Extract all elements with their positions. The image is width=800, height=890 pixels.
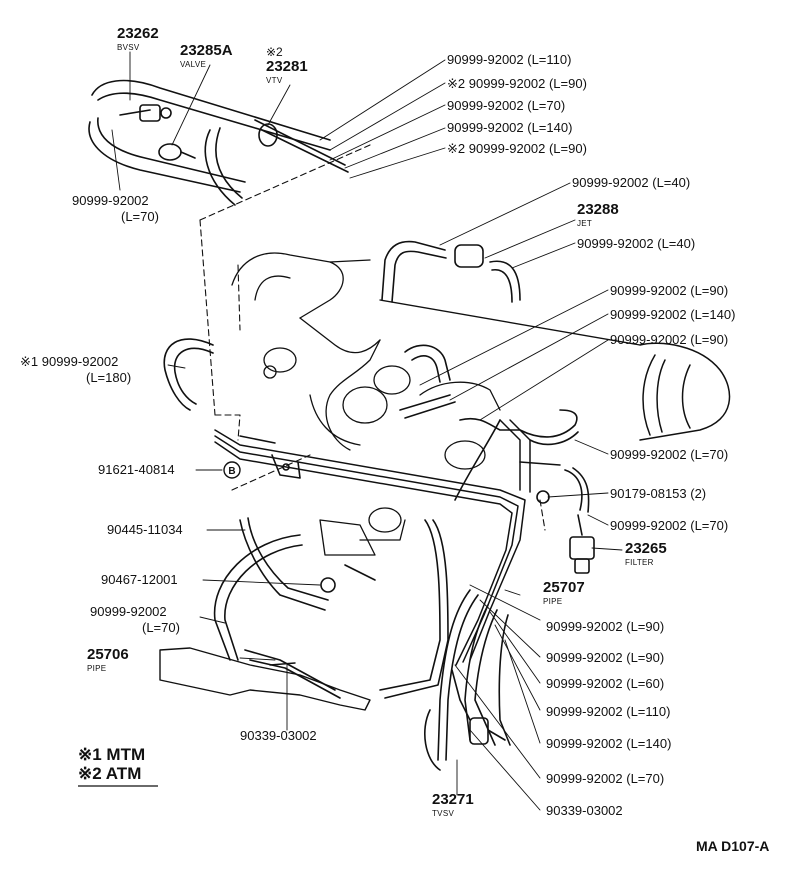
pipe-bracket: [272, 455, 300, 478]
main-pipe-bundle: [215, 420, 530, 665]
left-lower-hose-group: [215, 518, 448, 698]
callout-hose-l90-mid-1: 90999-92002 (L=90): [610, 283, 729, 298]
vtv-name: VTV: [266, 76, 283, 85]
plug-left-part-number: 90339-03002: [240, 728, 317, 743]
legend-atm: ※2 ATM: [78, 764, 142, 783]
callout-hose-l90-mid-2: 90999-92002 (L=90): [610, 332, 729, 347]
top-hose-group: [89, 81, 348, 205]
vtv-atm-mark: ※2: [266, 45, 283, 59]
svg-text:B: B: [228, 466, 235, 477]
engine-hose-group: [164, 339, 588, 512]
callout-hose-l70-top: 90999-92002 (L=70): [447, 98, 566, 113]
air-cleaner: [640, 343, 730, 440]
jet-hose-lower: 90999-92002 (L=40): [577, 236, 696, 251]
vtv-part-number: 23281: [266, 58, 308, 75]
clip-part-number: 90467-12001: [101, 572, 178, 587]
callout-hose-l70-right-b: 90999-92002 (L=70): [610, 518, 729, 533]
jet-hose-upper: 90999-92002 (L=40): [572, 175, 691, 190]
callout-hose-l90-bottom-2: 90999-92002 (L=90): [546, 650, 665, 665]
drawing-code: MA D107-A: [696, 838, 770, 854]
bvsv-part-number: 23262: [117, 25, 159, 42]
vtv-valve: [259, 124, 277, 146]
dashed-guide-lines: [200, 145, 545, 530]
left-hose-part: 90999-92002: [90, 604, 167, 619]
callout-hose-l60: 90999-92002 (L=60): [546, 676, 665, 691]
leader-lines: [112, 52, 622, 810]
valve-name: VALVE: [180, 60, 207, 69]
callout-hose-l90-bottom-1: 90999-92002 (L=90): [546, 619, 665, 634]
callout-hose-l90-atm-2: ※2 90999-92002 (L=90): [447, 141, 587, 156]
throttle-assembly: [264, 348, 485, 555]
check-valve-23285a: [159, 144, 195, 160]
engine-outline: [232, 253, 640, 450]
tvsv-name: TVSV: [432, 809, 455, 818]
filter-name: FILTER: [625, 558, 654, 567]
pipe-25706-part-number: 25706: [87, 646, 129, 663]
callout-hose-l70-bottom: 90999-92002 (L=70): [546, 771, 665, 786]
valve-part-number: 23285A: [180, 42, 233, 59]
pipe-25706: [160, 648, 370, 710]
callout-hose-l140-top: 90999-92002 (L=140): [447, 120, 573, 135]
callout-plug-bottom: 90339-03002: [546, 803, 623, 818]
mtm-hose-length: (L=180): [86, 370, 132, 385]
hose-90445-part: 90445-11034: [107, 522, 183, 537]
top-left-hose-part: 90999-92002: [72, 193, 149, 208]
tvsv-part-number: 23271: [432, 791, 474, 808]
jet-name: JET: [577, 219, 593, 228]
left-hose-length: (L=70): [142, 620, 180, 635]
tvsv-valve: [470, 718, 505, 744]
callout-hose-l110-bottom: 90999-92002 (L=110): [546, 704, 671, 719]
bottom-hose-bundle: [425, 420, 510, 770]
legend-mtm: ※1 MTM: [78, 745, 146, 764]
jet-hose-group: [382, 242, 520, 302]
pipe-25707-part-number: 25707: [543, 579, 585, 596]
callout-hose-l110-top: 90999-92002 (L=110): [447, 52, 572, 67]
callout-hose-l140-mid: 90999-92002 (L=140): [610, 307, 736, 322]
bolt-part-number: 91621-40814: [98, 462, 175, 477]
pipe-25707-name: PIPE: [543, 597, 563, 606]
callout-hose-l70-right-a: 90999-92002 (L=70): [610, 447, 729, 462]
filter-part-number: 23265: [625, 540, 667, 557]
callout-hose-l140-bottom: 90999-92002 (L=140): [546, 736, 672, 751]
bolt-marker: B: [224, 462, 240, 478]
bvsv-valve: [140, 105, 171, 121]
bvsv-name: BVSV: [117, 43, 140, 52]
callout-clamp: 90179-08153 (2): [610, 486, 707, 501]
callout-hose-l90-atm-1: ※2 90999-92002 (L=90): [447, 76, 587, 91]
pipe-25706-name: PIPE: [87, 664, 107, 673]
mtm-hose-part: ※1 90999-92002: [20, 354, 119, 369]
filter-23265: [570, 515, 594, 573]
jet-part-number: 23288: [577, 201, 619, 218]
top-left-hose-length: (L=70): [121, 209, 159, 224]
